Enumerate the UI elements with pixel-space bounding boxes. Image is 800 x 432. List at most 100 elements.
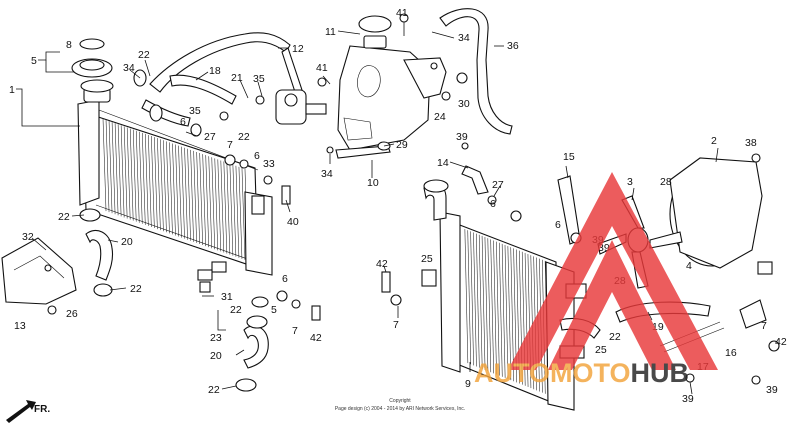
left-radiator xyxy=(71,38,273,276)
callout-21: 21 xyxy=(231,72,243,84)
front-direction-indicator: FR. xyxy=(6,400,50,423)
fin-line xyxy=(120,125,125,218)
fin-line xyxy=(132,129,137,222)
callout-34: 34 xyxy=(321,168,333,180)
fin-line xyxy=(169,142,173,235)
fin-line xyxy=(487,238,492,373)
fin-line xyxy=(157,138,161,231)
callout-9: 9 xyxy=(465,378,471,390)
callout-33: 33 xyxy=(263,158,275,170)
fin-line xyxy=(510,247,515,382)
fin-line xyxy=(470,231,474,366)
copyright-title: Copyright xyxy=(389,398,411,404)
callout-22: 22 xyxy=(130,283,142,295)
callout-32: 32 xyxy=(22,231,34,243)
fin-line xyxy=(105,120,110,213)
fin-line xyxy=(211,157,216,250)
fin-line xyxy=(478,234,483,369)
callout-1: 1 xyxy=(9,84,15,96)
fin-line xyxy=(220,160,225,253)
fin-line xyxy=(154,137,158,230)
callout-28: 28 xyxy=(660,176,672,188)
callout-3: 3 xyxy=(627,176,633,188)
fin-line xyxy=(111,122,116,215)
callout-40: 40 xyxy=(287,216,299,228)
fin-line xyxy=(467,230,472,365)
callout-15: 15 xyxy=(563,151,575,163)
callout-18: 18 xyxy=(209,65,221,77)
callout-22: 22 xyxy=(208,384,220,396)
callout-22: 22 xyxy=(138,49,150,61)
callout-35: 35 xyxy=(189,105,201,117)
callout-13: 13 xyxy=(14,320,26,332)
callout-16: 16 xyxy=(725,347,737,359)
callout-39: 39 xyxy=(682,393,694,405)
fin-line xyxy=(166,141,170,234)
callout-39: 39 xyxy=(766,384,778,396)
fin-line xyxy=(464,229,469,364)
fin-line xyxy=(129,128,134,221)
fin-line xyxy=(498,242,503,377)
callout-12: 12 xyxy=(292,43,304,55)
fin-line xyxy=(202,154,206,247)
fin-line xyxy=(229,163,234,256)
fin-line xyxy=(193,150,197,243)
fin-line xyxy=(205,155,209,248)
fin-line xyxy=(126,127,131,220)
callout-22: 22 xyxy=(58,211,70,223)
callout-6: 6 xyxy=(490,198,496,210)
fin-line xyxy=(501,243,506,378)
watermark-text-hub: HUB xyxy=(631,358,690,388)
callout-7: 7 xyxy=(761,320,767,332)
callout-29: 29 xyxy=(396,139,408,151)
callout-42: 42 xyxy=(775,336,787,348)
svg-text:AUTOMOTOHUB: AUTOMOTOHUB xyxy=(474,358,689,388)
fin-line xyxy=(214,158,219,251)
callout-6: 6 xyxy=(282,273,288,285)
callout-7: 7 xyxy=(227,139,233,151)
fin-line xyxy=(148,134,152,227)
fin-line xyxy=(172,143,176,236)
watermark-inner-triangle-icon xyxy=(548,240,676,370)
fin-line xyxy=(476,233,480,368)
callout-30: 30 xyxy=(458,98,470,110)
front-arrow-icon xyxy=(6,400,36,423)
callout-34: 34 xyxy=(458,32,470,44)
fin-line xyxy=(235,165,240,258)
callout-5: 5 xyxy=(31,55,37,67)
callout-7: 7 xyxy=(292,325,298,337)
fin-line xyxy=(473,232,477,367)
copyright-notice: Page design (c) 2004 - 2014 by ARI Netwo… xyxy=(335,406,465,412)
callout-39: 39 xyxy=(456,131,468,143)
fin-line xyxy=(490,239,494,374)
callout-42: 42 xyxy=(310,332,322,344)
callout-34: 34 xyxy=(123,62,135,74)
callout-22: 22 xyxy=(238,131,250,143)
fin-line xyxy=(102,119,107,212)
callout-7: 7 xyxy=(393,319,399,331)
callout-27: 27 xyxy=(492,179,504,191)
callout-24: 24 xyxy=(434,111,446,123)
fin-line xyxy=(504,244,509,380)
callout-42: 42 xyxy=(376,258,388,270)
fin-line xyxy=(138,131,143,224)
callout-20: 20 xyxy=(210,350,222,362)
callout-11: 11 xyxy=(325,26,336,38)
callout-27: 27 xyxy=(204,131,216,143)
callout-2: 2 xyxy=(711,135,717,147)
fin-line xyxy=(135,130,140,223)
watermark-logo: AUTOMOTOHUB xyxy=(474,172,718,388)
fin-line xyxy=(181,146,185,239)
callout-6: 6 xyxy=(180,116,186,128)
callout-19: 19 xyxy=(652,321,664,333)
fin-line xyxy=(184,147,188,240)
callout-22: 22 xyxy=(609,331,621,343)
fin-line xyxy=(493,240,497,375)
fin-line xyxy=(178,145,182,238)
fin-line xyxy=(241,167,246,260)
callout-6: 6 xyxy=(254,150,260,162)
callout-36: 36 xyxy=(507,40,519,52)
fin-line xyxy=(142,132,146,225)
callout-38: 38 xyxy=(745,137,757,149)
